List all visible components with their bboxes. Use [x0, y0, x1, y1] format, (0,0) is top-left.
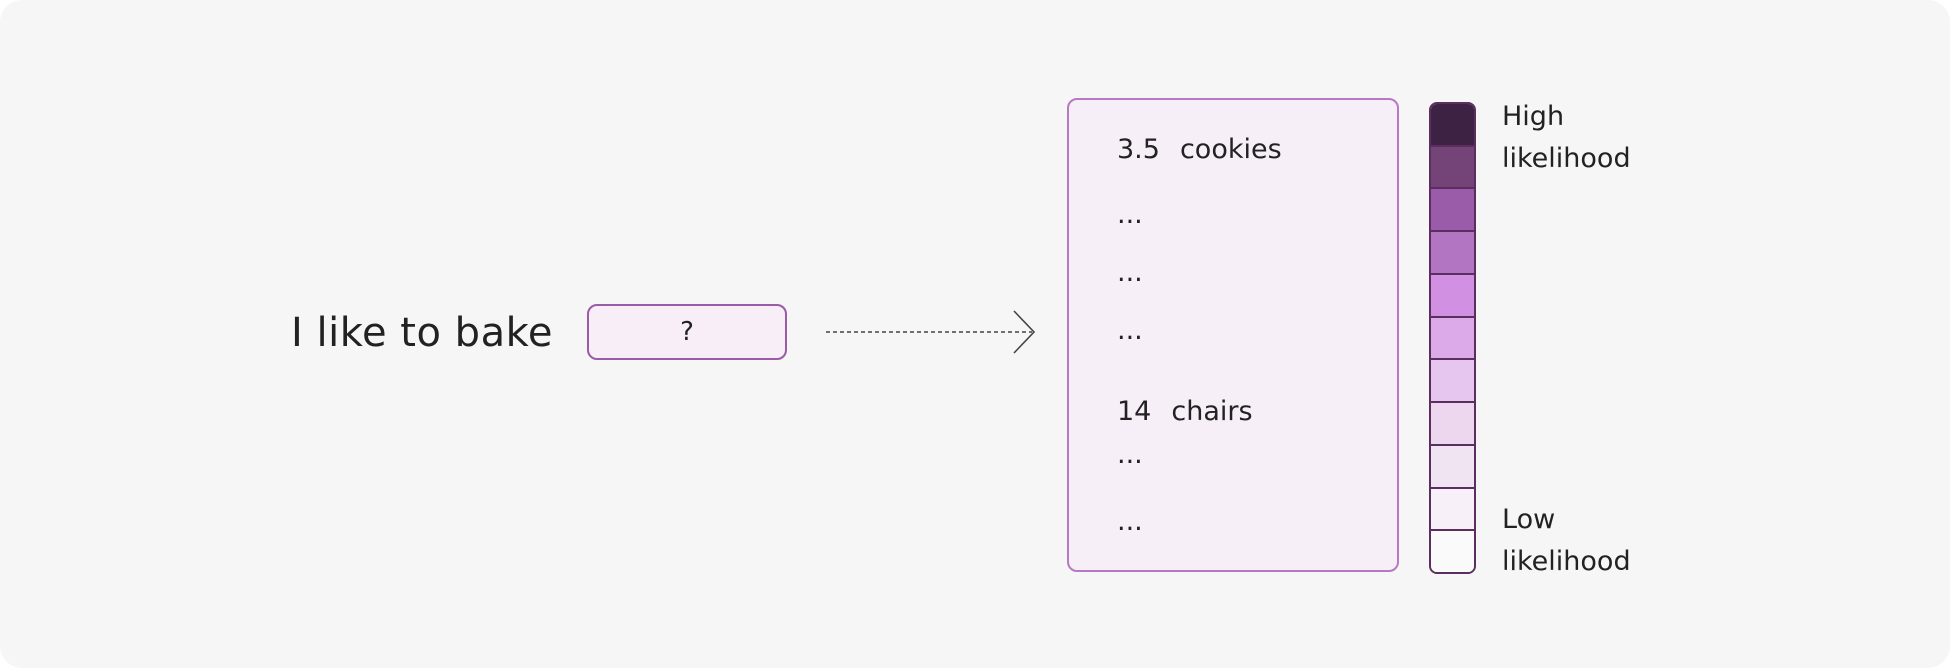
vocabulary-box: 3.5 cookies ... ... ... 14 chairs ... ... — [1067, 98, 1399, 572]
scale-swatch-3 — [1431, 232, 1474, 275]
mask-token: ? — [680, 317, 694, 347]
vocab-row-ellipsis: ... — [1117, 505, 1143, 539]
vocab-score: 3.5 — [1117, 134, 1160, 165]
vocab-score: ... — [1117, 506, 1143, 537]
vocab-word: chairs — [1171, 396, 1253, 427]
likelihood-scale — [1429, 102, 1476, 574]
low-label-line2: likelihood — [1502, 546, 1631, 577]
scale-swatch-7 — [1431, 403, 1474, 446]
mask-token-box: ? — [587, 304, 787, 360]
vocab-score: ... — [1117, 439, 1143, 470]
vocab-word: cookies — [1179, 134, 1282, 165]
vocab-row-ellipsis: ... — [1117, 438, 1143, 472]
low-label-line1: Low — [1502, 504, 1556, 535]
prompt-text: I like to bake — [291, 310, 553, 356]
scale-swatch-9 — [1431, 488, 1474, 532]
scale-swatch-5 — [1431, 317, 1474, 361]
arrow-head — [1013, 310, 1036, 354]
scale-swatch-0 — [1431, 104, 1474, 147]
high-likelihood-label: High likelihood — [1502, 96, 1631, 180]
high-label-line2: likelihood — [1502, 143, 1631, 174]
high-label-line1: High — [1502, 101, 1565, 132]
vocab-score: ... — [1117, 199, 1143, 230]
scale-swatch-2 — [1431, 189, 1474, 233]
vocab-row-chairs: 14 chairs — [1117, 395, 1253, 429]
scale-swatch-4 — [1431, 274, 1474, 318]
scale-swatch-8 — [1431, 445, 1474, 489]
vocab-score: ... — [1117, 257, 1143, 288]
scale-swatch-1 — [1431, 146, 1474, 190]
scale-swatch-10 — [1431, 531, 1474, 572]
vocab-row-ellipsis: ... — [1117, 256, 1143, 290]
dashed-arrow — [826, 310, 1036, 354]
low-likelihood-label: Low likelihood — [1502, 499, 1631, 583]
vocab-score: ... — [1117, 315, 1143, 346]
vocab-score: 14 — [1117, 396, 1152, 427]
vocab-row-cookies: 3.5 cookies — [1117, 133, 1282, 167]
scale-swatch-6 — [1431, 360, 1474, 404]
vocab-row-ellipsis: ... — [1117, 198, 1143, 232]
vocab-row-ellipsis: ... — [1117, 314, 1143, 348]
